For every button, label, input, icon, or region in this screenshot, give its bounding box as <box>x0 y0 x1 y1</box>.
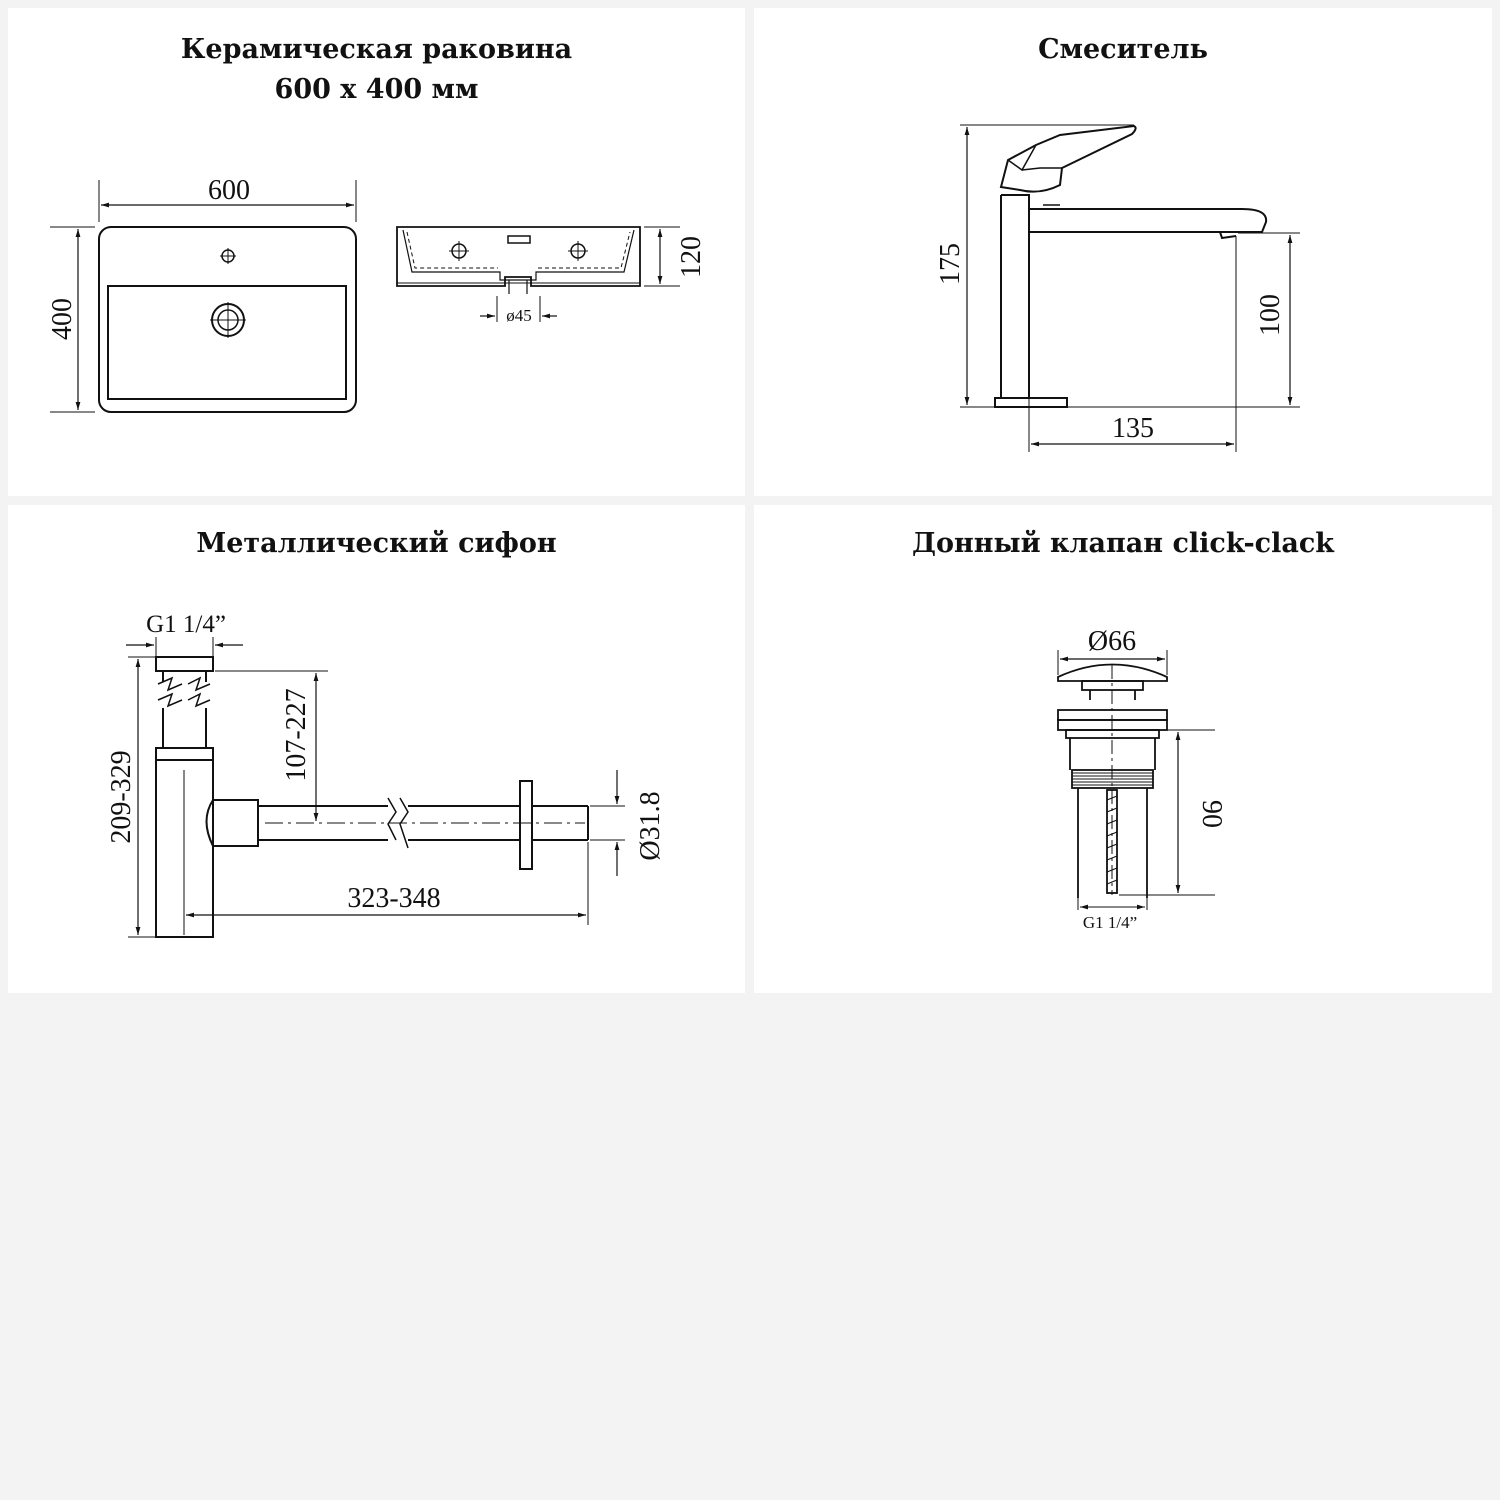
siphon-height-label: 209-329 <box>106 750 137 843</box>
valve-panel: Донный клапан click-clack <box>754 505 1492 993</box>
valve-height-label: 90 <box>1196 800 1227 828</box>
faucet-spout-height-label: 100 <box>1255 294 1286 336</box>
basin-title-line2: 600 x 400 мм <box>274 74 479 105</box>
basin-bowl <box>107 285 347 400</box>
valve-cap-diameter-label: Ø66 <box>1088 626 1136 657</box>
valve-drawing: Ø66 90 G1 1/4” <box>1057 626 1227 932</box>
siphon-title: Металлический сифон <box>196 528 557 559</box>
faucet-height-label: 175 <box>935 243 966 285</box>
basin-top-outline <box>98 226 357 413</box>
siphon-thread-label: G1 1/4” <box>146 611 226 638</box>
basin-drawing: 600 400 120 ø45 <box>47 175 707 413</box>
faucet-drawing: 175 100 135 <box>935 124 1300 452</box>
siphon-drawing: G1 1/4” 209-329 107-227 323-348 Ø31.8 <box>106 611 666 938</box>
basin-drain-label: ø45 <box>506 306 532 325</box>
siphon-pipe-diameter-label: Ø31.8 <box>635 791 666 860</box>
valve-thread-label: G1 1/4” <box>1083 913 1137 932</box>
faucet-panel: Смеситель <box>754 8 1492 496</box>
faucet-reach-label: 135 <box>1112 413 1154 444</box>
siphon-panel: Металлический сифон <box>8 505 745 993</box>
basin-panel: Керамическая раковина 600 x 400 мм <box>8 8 745 496</box>
siphon-outlet-height-label: 107-227 <box>281 688 312 781</box>
valve-title: Донный клапан click-clack <box>911 528 1335 559</box>
basin-depth-label: 400 <box>47 298 78 340</box>
basin-width-label: 600 <box>208 175 250 206</box>
siphon-length-label: 323-348 <box>347 883 440 914</box>
basin-title-line1: Керамическая раковина <box>180 34 573 65</box>
basin-height-label: 120 <box>676 236 707 278</box>
basin-side-outline <box>396 226 641 287</box>
faucet-title: Смеситель <box>1038 34 1208 65</box>
